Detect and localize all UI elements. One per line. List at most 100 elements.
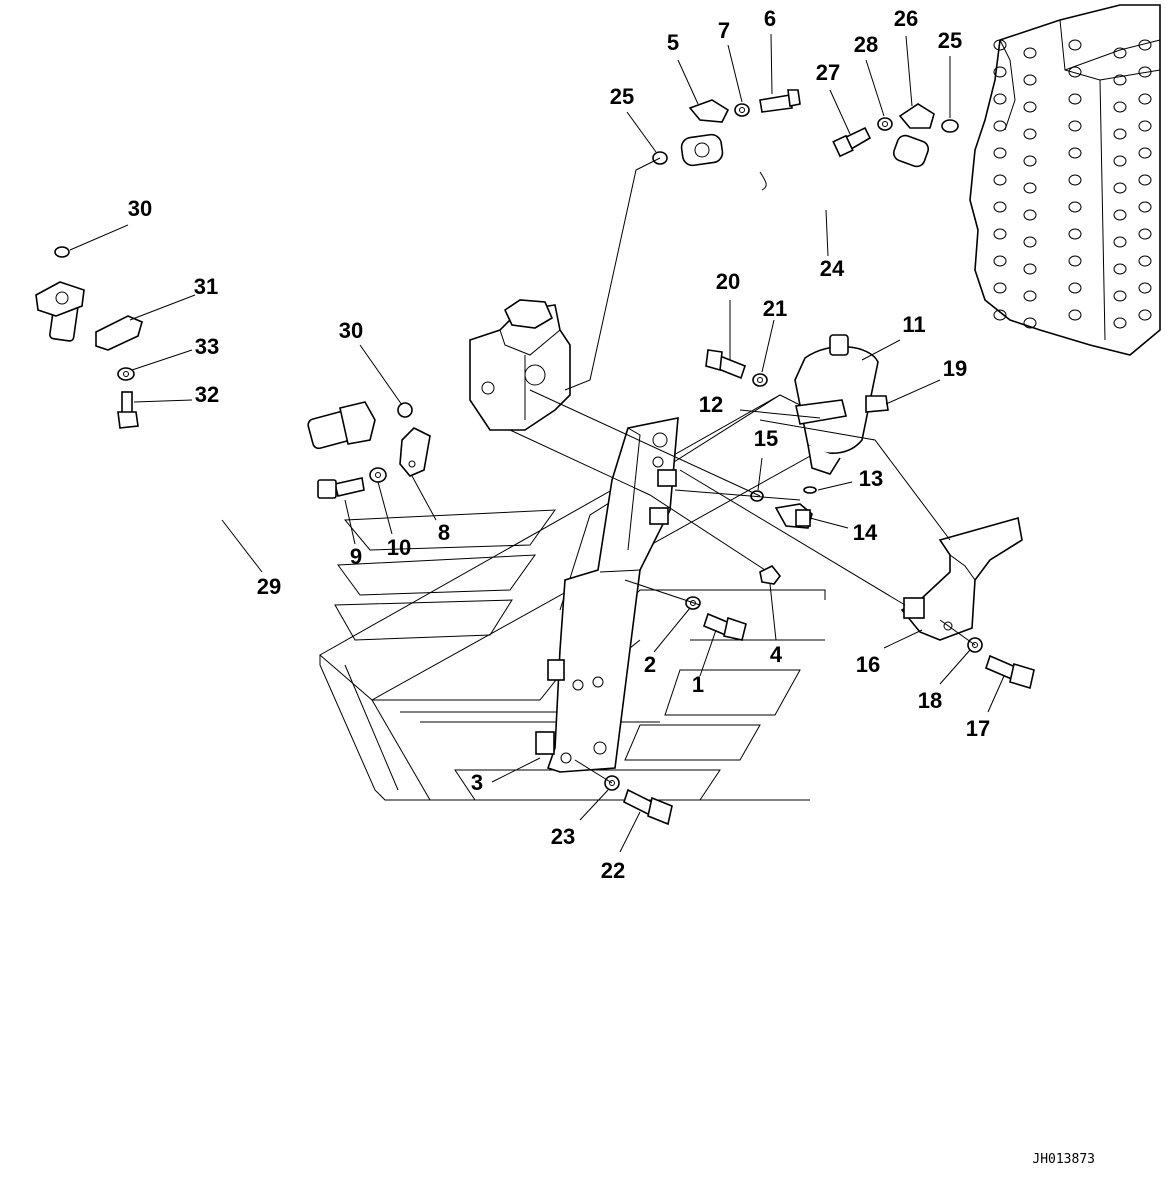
valve-port xyxy=(1023,101,1037,113)
callout-11: 11 xyxy=(902,312,925,337)
valve-port xyxy=(1068,66,1082,78)
callout-33: 33 xyxy=(195,334,219,359)
valve-port xyxy=(993,66,1007,78)
callout-labels: 1 2 3 4 5 6 7 8 9 10 11 12 13 14 15 16 1… xyxy=(128,6,990,883)
o-ring-25-right xyxy=(941,119,959,133)
valve-port xyxy=(993,120,1007,132)
valve-port xyxy=(1068,201,1082,213)
valve-port xyxy=(1023,317,1037,329)
split-flange-26 xyxy=(898,103,935,129)
valve-port xyxy=(1113,155,1127,167)
callout-1: 1 xyxy=(692,672,704,697)
valve-port xyxy=(1138,201,1152,213)
callout-3: 3 xyxy=(471,770,483,795)
valve-port xyxy=(1023,263,1037,275)
callout-31: 31 xyxy=(194,274,218,299)
callout-25-left: 25 xyxy=(610,84,634,109)
callout-19: 19 xyxy=(943,356,967,381)
valve-port xyxy=(1138,120,1152,132)
valve-port xyxy=(1068,282,1082,294)
valve-port xyxy=(1023,47,1037,59)
o-ring-30-center xyxy=(397,402,413,418)
valve-port xyxy=(1068,174,1082,186)
callout-4: 4 xyxy=(770,642,783,667)
drawing-id-label: JH013873 xyxy=(1032,1152,1095,1167)
hose-24 xyxy=(680,133,930,207)
washer-28 xyxy=(877,117,893,131)
washer-21 xyxy=(752,373,768,387)
valve-port xyxy=(1138,66,1152,78)
bolt-22 xyxy=(623,788,673,826)
callout-24: 24 xyxy=(820,256,845,281)
callout-12: 12 xyxy=(699,392,723,417)
assembly-lines xyxy=(509,157,976,784)
bolt-32 xyxy=(117,391,139,429)
valve-port xyxy=(1138,174,1152,186)
valve-port xyxy=(1113,317,1127,329)
callout-30-center: 30 xyxy=(339,318,363,343)
washer-7 xyxy=(734,103,750,117)
valve-port xyxy=(1068,309,1082,321)
valve-port xyxy=(1023,182,1037,194)
callout-22: 22 xyxy=(601,858,625,883)
accumulator-11 xyxy=(794,334,889,475)
valve-port xyxy=(1138,255,1152,267)
control-valve xyxy=(969,4,1161,356)
split-flange-5 xyxy=(688,99,730,123)
valve-port xyxy=(993,228,1007,240)
valve-port xyxy=(1138,282,1152,294)
valve-port xyxy=(993,309,1007,321)
callout-27: 27 xyxy=(816,60,840,85)
hose-29 xyxy=(5,281,376,607)
valve-port xyxy=(1113,101,1127,113)
valve-port xyxy=(1138,228,1152,240)
callout-16: 16 xyxy=(856,652,880,677)
callout-15: 15 xyxy=(754,426,778,451)
valve-port xyxy=(1113,263,1127,275)
callout-5: 5 xyxy=(667,30,679,55)
valve-port xyxy=(1068,120,1082,132)
callout-26: 26 xyxy=(894,6,918,31)
valve-port xyxy=(1138,147,1152,159)
bracket-16 xyxy=(900,516,1023,641)
bolt-20 xyxy=(705,349,746,380)
callout-2: 2 xyxy=(644,652,656,677)
valve-port xyxy=(1068,255,1082,267)
bolt-27 xyxy=(832,126,872,158)
valve-port xyxy=(1113,236,1127,248)
valve-port xyxy=(1138,39,1152,51)
bolt-6 xyxy=(759,89,801,113)
valve-port xyxy=(1113,47,1127,59)
valve-port xyxy=(1023,155,1037,167)
valve-port xyxy=(1068,93,1082,105)
o-ring-30-left xyxy=(54,246,70,258)
valve-port xyxy=(993,147,1007,159)
o-ring-13 xyxy=(803,486,817,494)
split-flange-31 xyxy=(95,315,143,351)
valve-port xyxy=(1113,290,1127,302)
callout-6: 6 xyxy=(764,6,776,31)
valve-port xyxy=(1113,74,1127,86)
callout-20: 20 xyxy=(716,269,740,294)
bolt-9 xyxy=(317,477,365,499)
washer-33 xyxy=(117,367,135,381)
callout-13: 13 xyxy=(859,466,883,491)
callout-28: 28 xyxy=(854,32,878,57)
valve-port xyxy=(1068,39,1082,51)
split-flange-8 xyxy=(399,427,431,477)
valve-port xyxy=(1113,209,1127,221)
valve-port xyxy=(993,282,1007,294)
valve-port xyxy=(993,201,1007,213)
clip-4 xyxy=(759,564,782,585)
fitting-14 xyxy=(774,503,813,529)
valve-port xyxy=(1068,228,1082,240)
valve-port xyxy=(1113,182,1127,194)
callout-25-right: 25 xyxy=(938,28,962,53)
callout-29: 29 xyxy=(257,574,281,599)
callout-8: 8 xyxy=(438,520,450,545)
callout-17: 17 xyxy=(966,716,990,741)
valve-port xyxy=(993,255,1007,267)
callout-23: 23 xyxy=(551,824,575,849)
